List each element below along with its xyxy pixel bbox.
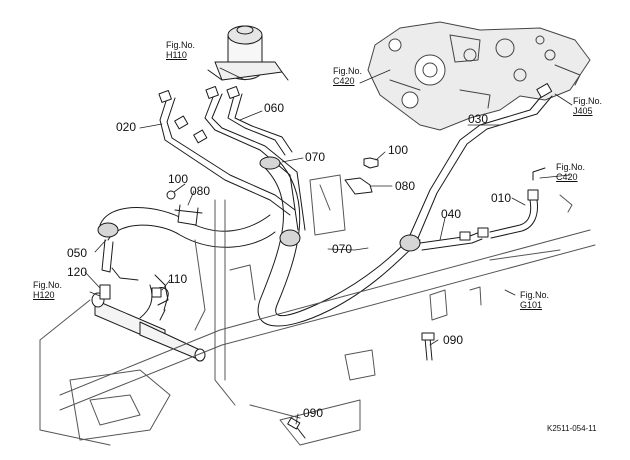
figure-ref-c420-right: Fig.No. C420 <box>556 162 585 183</box>
part-number-120: 120 <box>67 265 88 279</box>
part-number-020: 020 <box>116 120 137 134</box>
fittings-drawing <box>99 284 169 321</box>
figure-ref-h110: Fig.No. H110 <box>166 40 195 61</box>
part-number-070-lower: 070 <box>332 242 353 256</box>
pipe-030-040-010-drawing <box>409 83 553 251</box>
bolts-090-drawing <box>287 332 435 439</box>
part-number-100-left: 100 <box>168 172 189 186</box>
figure-ref-h120-code: H120 <box>33 290 55 301</box>
figure-ref-c420-right-code: C420 <box>556 172 578 183</box>
engine-block-drawing <box>367 21 591 131</box>
figure-ref-j405-title: Fig.No. <box>573 96 603 106</box>
leader-lines <box>84 67 573 425</box>
hydraulic-pump-drawing <box>207 25 289 81</box>
hitch-cylinder-drawing <box>91 274 206 362</box>
part-number-010: 010 <box>491 191 512 205</box>
part-number-060: 060 <box>264 101 285 115</box>
part-number-110: 110 <box>168 272 188 286</box>
figure-ref-c420-top-code: C420 <box>333 76 355 87</box>
figure-ref-j405-code: J405 <box>573 106 593 117</box>
part-number-030: 030 <box>468 112 489 126</box>
figure-ref-h110-title: Fig.No. <box>166 40 196 50</box>
chassis-frame-drawing <box>39 174 596 446</box>
figure-ref-g101-title: Fig.No. <box>520 290 550 300</box>
part-number-090-lower: 090 <box>303 406 324 420</box>
part-number-100-right: 100 <box>388 143 409 157</box>
part-number-040: 040 <box>441 207 462 221</box>
hose-070-drawing <box>257 156 421 327</box>
figure-ref-c420-right-title: Fig.No. <box>556 162 586 172</box>
figure-ref-g101: Fig.No. G101 <box>520 290 549 311</box>
figure-ref-g101-code: G101 <box>520 300 543 311</box>
diagram-code: K2511-054-11 <box>547 424 597 433</box>
part-number-080-right: 080 <box>395 179 416 193</box>
figure-ref-h110-code: H110 <box>166 50 187 61</box>
part-number-050: 050 <box>67 246 88 260</box>
figure-ref-c420-top: Fig.No. C420 <box>333 66 362 87</box>
part-number-090-right: 090 <box>443 333 464 347</box>
part-number-070-upper: 070 <box>305 150 326 164</box>
pipe-020-060-drawing <box>158 86 306 231</box>
clamps-drawing <box>166 157 379 226</box>
part-number-080-left: 080 <box>190 184 211 198</box>
figure-ref-j405: Fig.No. J405 <box>573 96 602 117</box>
figure-ref-h120: Fig.No. H120 <box>33 280 62 301</box>
figure-ref-h120-title: Fig.No. <box>33 280 63 290</box>
figure-ref-c420-top-title: Fig.No. <box>333 66 363 76</box>
